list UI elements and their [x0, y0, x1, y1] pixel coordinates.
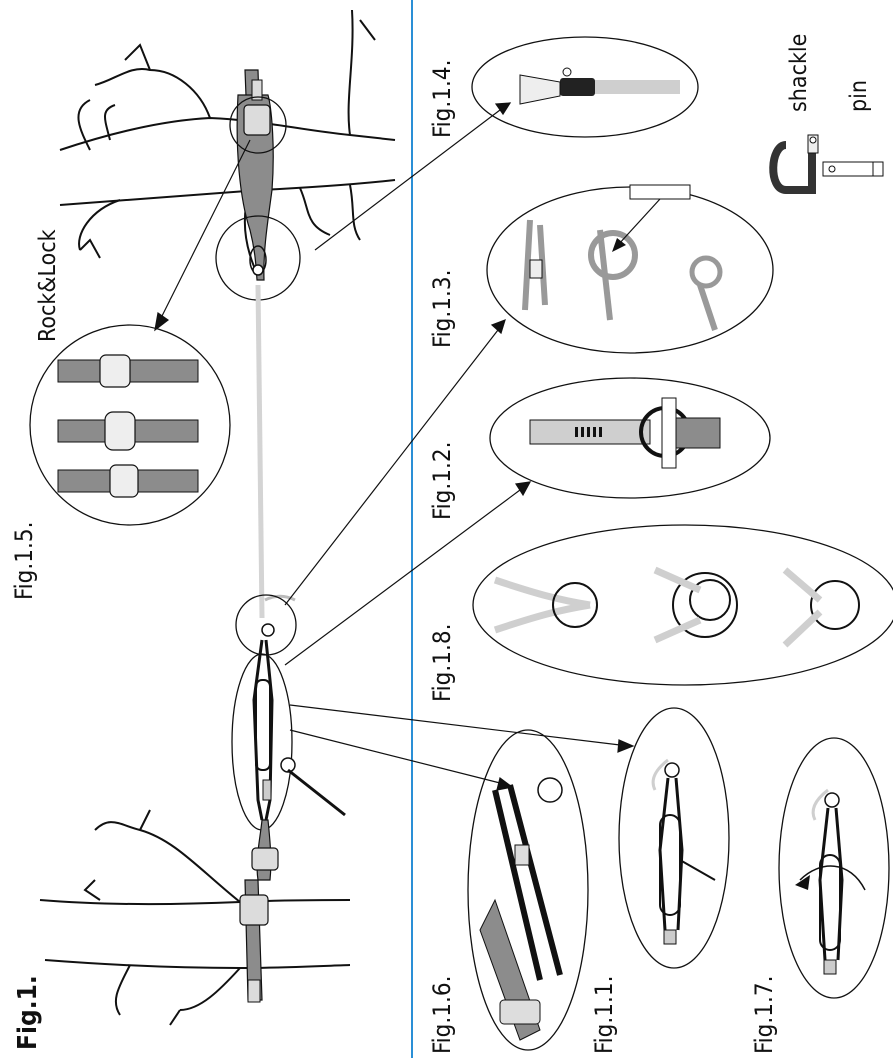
label-rocklock: Rock&Lock — [35, 229, 61, 342]
callout-arrows — [155, 103, 633, 790]
fig-1-7-oval — [779, 738, 889, 998]
rocklock-buckle-views — [58, 355, 198, 497]
figure-title: Fig.1. — [13, 975, 43, 1050]
fig-1-1-tensioner-detail — [653, 760, 715, 944]
label-shackle: shackle — [786, 34, 812, 112]
tree-strap-bottom — [240, 880, 268, 1002]
fig-1-8-knot-steps — [495, 570, 859, 645]
label-pin: pin — [846, 80, 872, 112]
label-fig-1-4: Fig.1.4. — [428, 60, 456, 138]
fig-1-8-oval — [473, 525, 893, 685]
tree-bottom-illustration — [40, 810, 350, 1025]
tensioner-system — [252, 640, 345, 880]
label-fig-1-5: Fig.1.5. — [10, 522, 38, 600]
label-fig-1-2: Fig.1.2. — [428, 442, 456, 520]
fig-1-6-tensioner-detail — [480, 778, 562, 1040]
fig-1-4-strap-detail — [520, 68, 680, 104]
tree-top-illustration — [60, 10, 395, 280]
fig-1-2-strap-detail — [530, 398, 720, 468]
label-fig-1-1: Fig.1.1. — [590, 976, 618, 1054]
label-fig-1-7: Fig.1.7. — [750, 976, 778, 1054]
label-fig-1-8: Fig.1.8. — [428, 624, 456, 702]
fig-1-1-oval — [619, 708, 729, 968]
shackle-pin-illustration — [773, 135, 883, 190]
slackline-webbing — [258, 285, 262, 618]
fig-1-3-knot-steps — [525, 185, 720, 330]
label-fig-1-3: Fig.1.3. — [428, 270, 456, 348]
label-fig-1-6: Fig.1.6. — [428, 976, 456, 1054]
fig-1-7-tensioner-detail — [795, 790, 865, 974]
